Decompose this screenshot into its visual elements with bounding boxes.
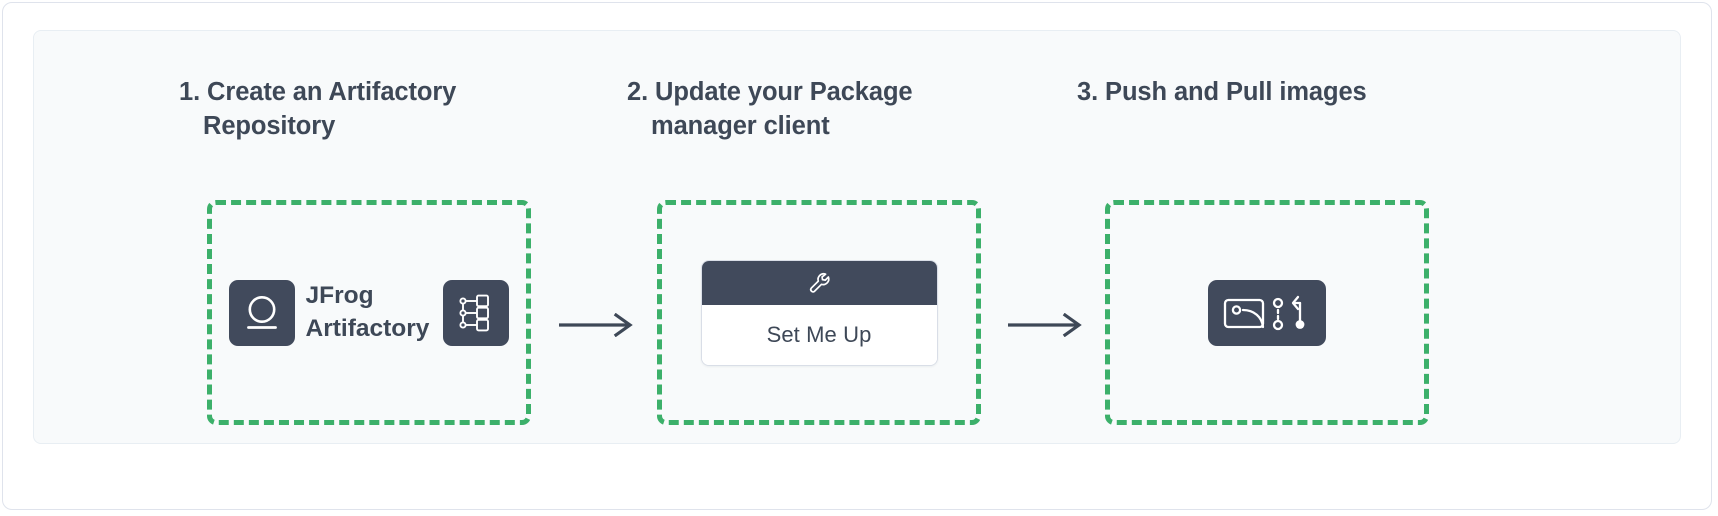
- diagram-panel: 1. Create an Artifactory Repository JFro…: [33, 30, 1681, 444]
- step-3: 3. Push and Pull images: [1075, 76, 1445, 425]
- repository-tree-icon: [443, 279, 510, 346]
- step-1-heading: 1. Create an Artifactory Repository: [179, 78, 457, 140]
- page-frame: 1. Create an Artifactory Repository JFro…: [2, 2, 1712, 510]
- image-icon: [1223, 298, 1265, 328]
- wrench-icon: [809, 272, 830, 293]
- step-1-dashed-box: JFrog Artifactory: [207, 200, 531, 425]
- step-2-dashed-box: Set Me Up: [657, 200, 981, 425]
- artifactory-brand-row: JFrog Artifactory: [228, 279, 510, 346]
- push-pull-images-tile: [1208, 279, 1326, 346]
- step-2-heading: 2. Update your Package manager client: [627, 78, 913, 140]
- set-me-up-card[interactable]: Set Me Up: [700, 259, 938, 366]
- artifactory-brand-label: JFrog Artifactory: [305, 282, 430, 342]
- set-me-up-card-body: Set Me Up: [701, 304, 937, 365]
- set-me-up-card-header: [701, 260, 937, 305]
- arrow-step2-to-step3: [1007, 312, 1085, 338]
- git-branch-icon: [1272, 295, 1305, 330]
- step-1: 1. Create an Artifactory Repository JFro…: [177, 76, 547, 425]
- jfrog-logo-icon: [228, 279, 295, 346]
- step-2: 2. Update your Package manager client Se…: [625, 76, 995, 425]
- step-3-heading: 3. Push and Pull images: [1077, 78, 1367, 106]
- set-me-up-label: Set Me Up: [766, 321, 872, 347]
- arrow-step1-to-step2: [558, 312, 636, 338]
- step-3-dashed-box: [1105, 200, 1429, 425]
